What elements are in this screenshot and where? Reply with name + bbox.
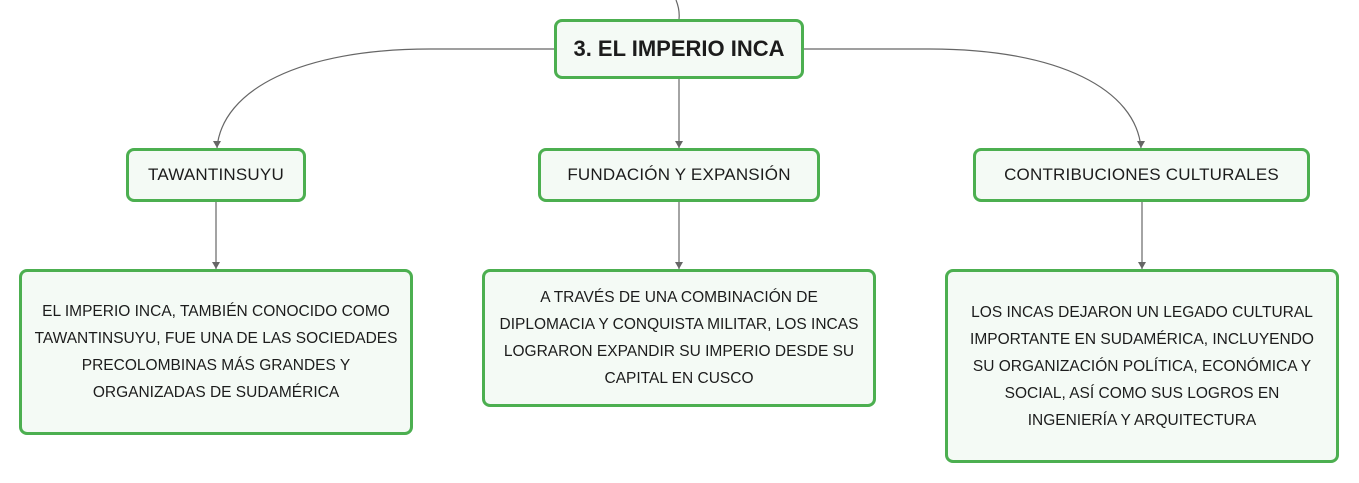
description-node-fundacion-expansion[interactable]: A TRAVÉS DE UNA COMBINACIÓN DE DIPLOMACI… [482,269,876,407]
arrowhead-desc-1 [212,262,220,269]
topic-node-tawantinsuyu[interactable]: TAWANTINSUYU [126,148,306,202]
description-node-contribuciones-culturales[interactable]: LOS INCAS DEJARON UN LEGADO CULTURAL IMP… [945,269,1339,463]
arrowhead-desc-3 [1138,262,1146,269]
connector-root-topic-1 [216,48,554,149]
arrowhead-topic-2 [675,141,683,148]
description-text: LOS INCAS DEJARON UN LEGADO CULTURAL IMP… [970,303,1314,429]
root-node[interactable]: 3. EL IMPERIO INCA [554,19,804,79]
connector-root-topic-3 [804,48,1142,149]
root-title: 3. EL IMPERIO INCA [573,36,785,61]
description-text: EL IMPERIO INCA, TAMBIÉN CONOCIDO COMO T… [34,303,398,401]
topic-node-fundacion-expansion[interactable]: FUNDACIÓN Y EXPANSIÓN [538,148,820,202]
arrowhead-topic-3 [1137,141,1145,148]
arrowhead-topic-1 [213,141,221,148]
description-node-tawantinsuyu[interactable]: EL IMPERIO INCA, TAMBIÉN CONOCIDO COMO T… [19,269,413,435]
arrowhead-desc-2 [675,262,683,269]
description-text: A TRAVÉS DE UNA COMBINACIÓN DE DIPLOMACI… [499,289,859,387]
topic-label: TAWANTINSUYU [148,165,284,184]
topic-node-contribuciones-culturales[interactable]: CONTRIBUCIONES CULTURALES [973,148,1310,202]
topic-label: FUNDACIÓN Y EXPANSIÓN [567,165,791,184]
connector-parent [675,0,680,20]
topic-label: CONTRIBUCIONES CULTURALES [1004,165,1279,184]
